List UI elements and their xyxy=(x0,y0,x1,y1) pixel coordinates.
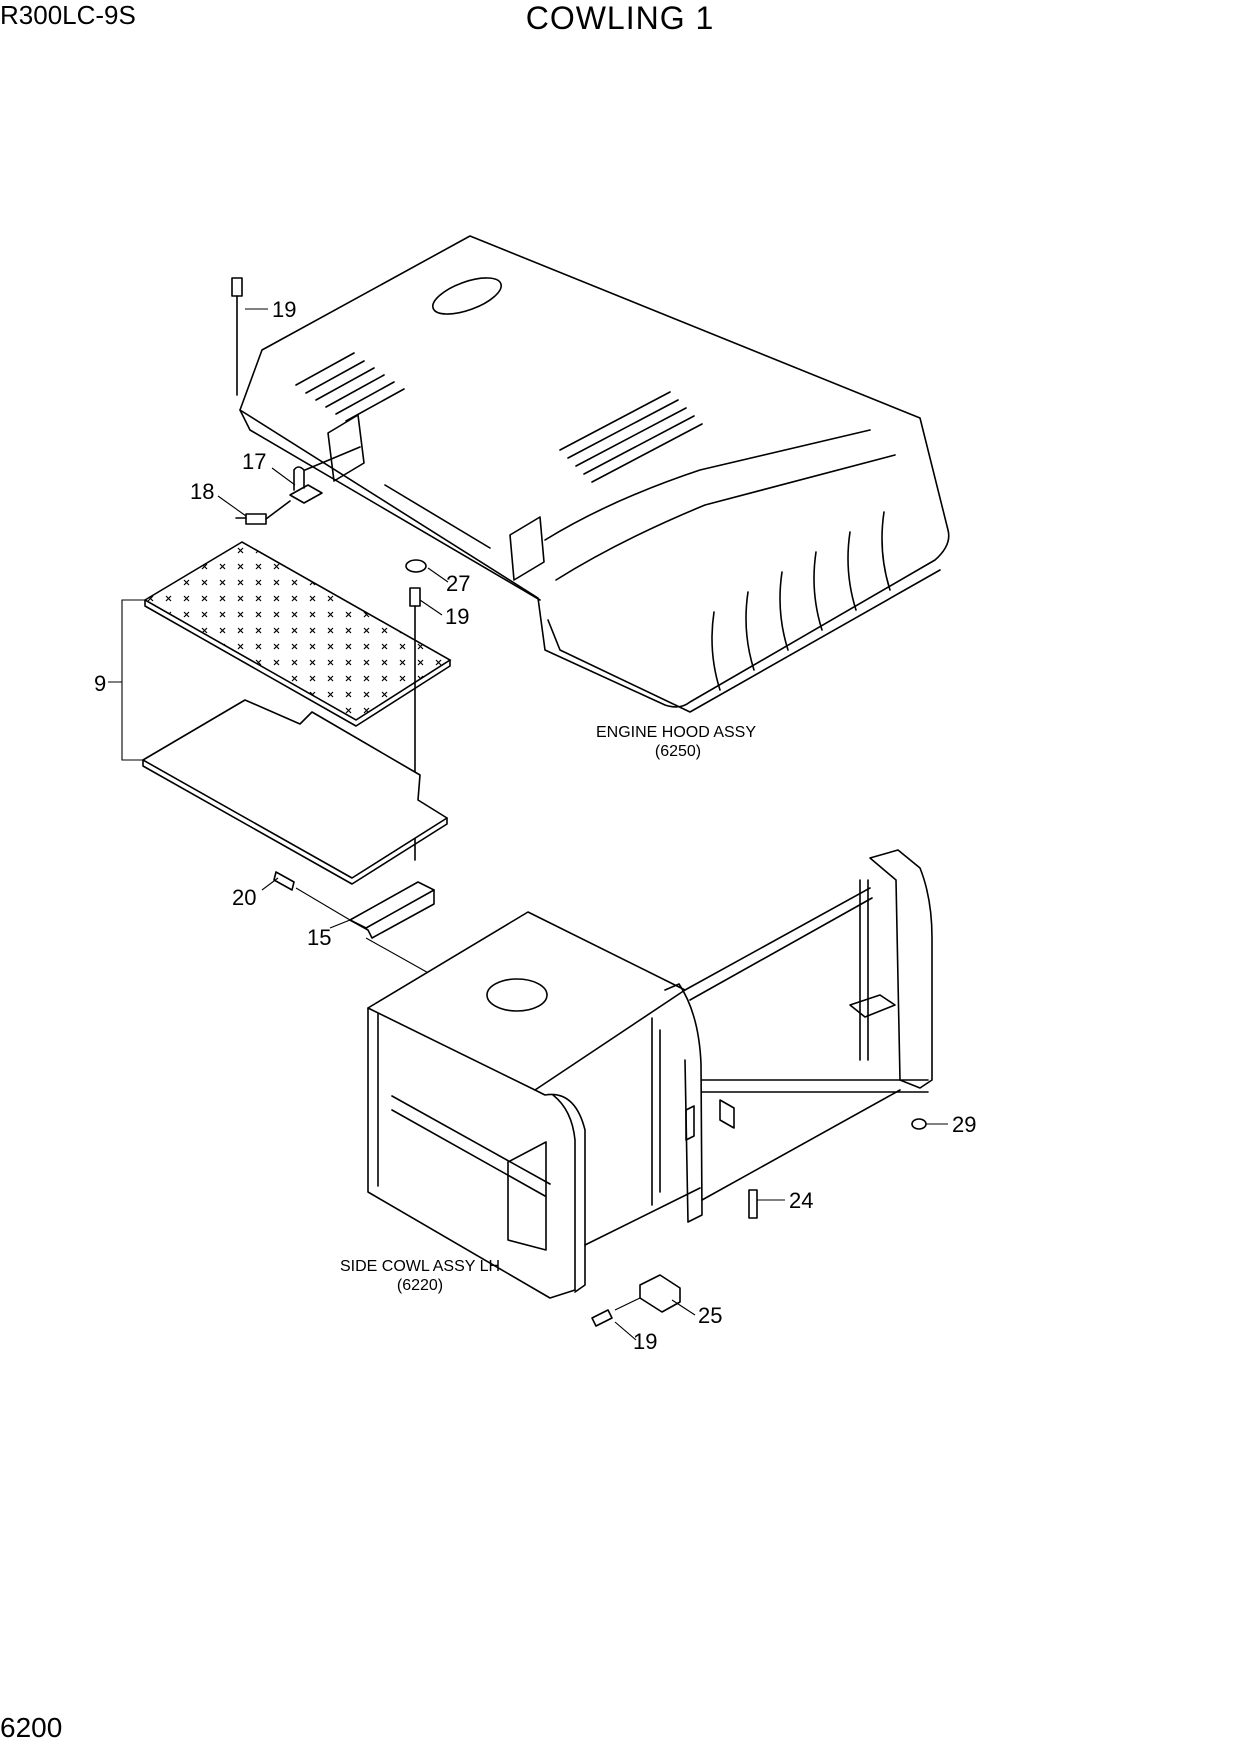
callout-24: 24 xyxy=(789,1188,813,1213)
page-number: 6200 xyxy=(0,1712,63,1743)
callout-numbers: 19 17 18 27 19 9 20 15 29 24 25 19 xyxy=(94,297,976,1354)
bracket-25 xyxy=(639,1274,681,1313)
hood-vents-top xyxy=(295,352,703,483)
callout-17: 17 xyxy=(242,449,266,474)
page-title: COWLING 1 xyxy=(525,0,715,36)
bolt-20 xyxy=(273,871,433,976)
perforated-plate xyxy=(143,541,452,727)
callout-15: 15 xyxy=(307,925,331,950)
engine-hood-label: ENGINE HOOD ASSY xyxy=(596,724,756,741)
callout-19-mid: 19 xyxy=(445,604,469,629)
callout-9: 9 xyxy=(94,671,106,696)
bracket-15 xyxy=(349,881,435,939)
washer-29 xyxy=(911,1118,927,1130)
callout-19-bottom: 19 xyxy=(633,1329,657,1354)
callout-9-bracket xyxy=(108,599,145,761)
base-plate xyxy=(142,699,448,885)
side-cowl-ref: (6220) xyxy=(397,1277,443,1294)
callout-29: 29 xyxy=(952,1112,976,1137)
bolt-19-bottom xyxy=(591,1297,641,1327)
model-number: R300LC-9S xyxy=(0,0,136,30)
bolt-top xyxy=(231,277,243,396)
hood-latch xyxy=(235,446,361,525)
side-cowl-label: SIDE COWL ASSY LH xyxy=(340,1258,500,1275)
leader-lines xyxy=(217,308,948,1341)
callout-18: 18 xyxy=(190,479,214,504)
engine-hood-ref: (6250) xyxy=(655,743,701,760)
bracket-24 xyxy=(748,1189,758,1219)
engine-hood xyxy=(239,235,950,713)
side-cowl xyxy=(367,911,686,1299)
callout-27: 27 xyxy=(446,571,470,596)
callout-20: 20 xyxy=(232,885,256,910)
hood-vents-side xyxy=(711,511,891,691)
callout-25: 25 xyxy=(698,1303,722,1328)
callout-19-top: 19 xyxy=(272,297,296,322)
frame-rails xyxy=(584,849,933,1246)
assembly-labels: ENGINE HOOD ASSY (6250) SIDE COWL ASSY L… xyxy=(340,724,756,1294)
